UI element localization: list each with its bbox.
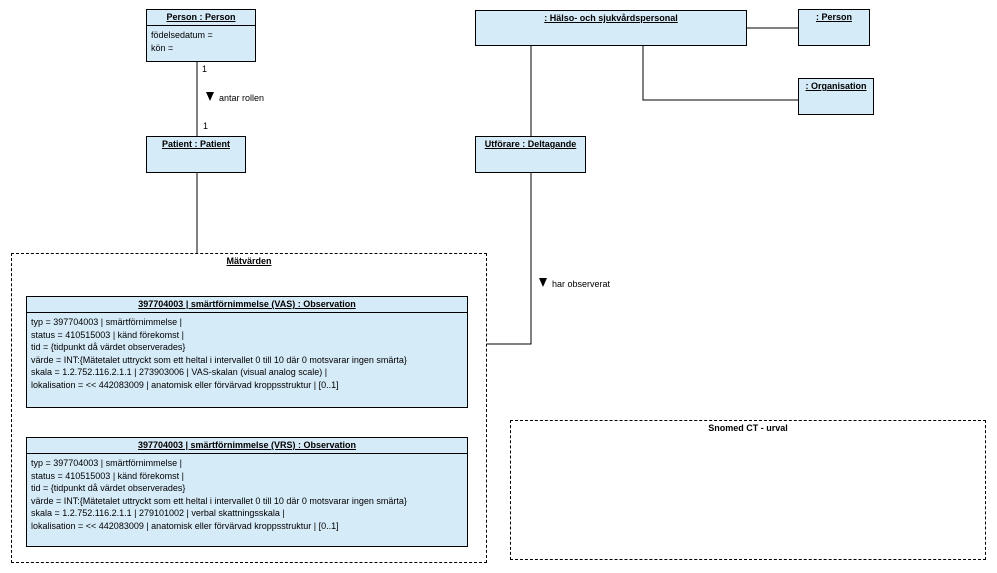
assoc-label-antar-rollen: antar rollen [219, 93, 265, 103]
patient-object[interactable]: Patient : Patient [146, 136, 246, 173]
patient-object-title: Patient : Patient [161, 139, 230, 149]
personal-object-title: : Hälso- och sjukvårdspersonal [544, 13, 678, 23]
obs-vas-divider [27, 312, 467, 313]
obs-vrs-attr-lokalisation: lokalisation = << 442083009 | anatomisk … [31, 520, 339, 531]
obs-vrs-attributes: typ = 397704003 | smärtförnimmelse | sta… [27, 454, 467, 535]
obs-vrs-attr-tid: tid = {tidpunkt då värdet observerades} [31, 483, 186, 493]
snomed-frame[interactable]: Snomed CT - urval [510, 420, 986, 560]
utforare-object-title: Utförare : Deltagande [484, 139, 577, 149]
obs-vas-attr-lokalisation: lokalisation = << 442083009 | anatomisk … [31, 379, 339, 390]
obs-vrs-attr-varde: värde = INT:{Mätetalet uttryckt som ett … [31, 495, 407, 506]
obs-vrs-divider [27, 453, 467, 454]
attr-fodelsedatum: födelsedatum = [151, 30, 213, 40]
matvarden-frame-title: Mätvärden [226, 256, 272, 266]
matvarden-frame[interactable]: Mätvärden [11, 253, 487, 563]
organisation-object[interactable]: : Organisation [798, 78, 874, 115]
obs-vas-object[interactable]: 397704003 | smärtförnimmelse (VAS) : Obs… [26, 296, 468, 408]
obs-vrs-object[interactable]: 397704003 | smärtförnimmelse (VRS) : Obs… [26, 437, 468, 547]
utforare-object[interactable]: Utförare : Deltagande [475, 136, 586, 173]
direction-arrow-icon [206, 92, 214, 101]
mult-patient: 1 [203, 121, 209, 131]
snomed-frame-title: Snomed CT - urval [708, 423, 788, 433]
obs-vas-attr-status: status = 410515003 | känd förekomst | [31, 329, 185, 340]
obs-vas-attr-skala: skala = 1.2.752.116.2.1.1 | 273903006 | … [31, 367, 328, 377]
person-object-title: Person : Person [166, 12, 236, 22]
obs-vas-title: 397704003 | smärtförnimmelse (VAS) : Obs… [138, 299, 356, 309]
obs-vas-attr-typ: typ = 397704003 | smärtförnimmelse | [31, 317, 183, 327]
direction-arrow-icon [539, 278, 547, 287]
person2-object-title: : Person [815, 12, 852, 22]
line-personal-organisation [642, 46, 798, 101]
attr-kon: kön = [151, 42, 174, 53]
obs-vas-attr-varde: värde = INT:{Mätetalet uttryckt som ett … [31, 354, 407, 365]
obs-vrs-attr-typ: typ = 397704003 | smärtförnimmelse | [31, 458, 183, 468]
obs-vas-attributes: typ = 397704003 | smärtförnimmelse | sta… [27, 313, 467, 394]
personal-object[interactable]: : Hälso- och sjukvårdspersonal [475, 10, 747, 46]
assoc-label-har-observerat: har observerat [552, 279, 611, 289]
person-object-divider [147, 25, 255, 26]
person2-object[interactable]: : Person [798, 9, 870, 46]
obs-vrs-attr-status: status = 410515003 | känd förekomst | [31, 470, 185, 481]
person-object[interactable]: Person : Person födelsedatum = kön = [146, 9, 256, 62]
line-utforare-matvarden [487, 173, 532, 345]
organisation-object-title: : Organisation [805, 81, 867, 91]
obs-vrs-attr-skala: skala = 1.2.752.116.2.1.1 | 279101002 | … [31, 508, 285, 518]
mult-person: 1 [202, 64, 208, 74]
person-object-attributes: födelsedatum = kön = [147, 26, 255, 57]
obs-vas-attr-tid: tid = {tidpunkt då värdet observerades} [31, 342, 186, 352]
obs-vrs-title: 397704003 | smärtförnimmelse (VRS) : Obs… [137, 440, 357, 450]
